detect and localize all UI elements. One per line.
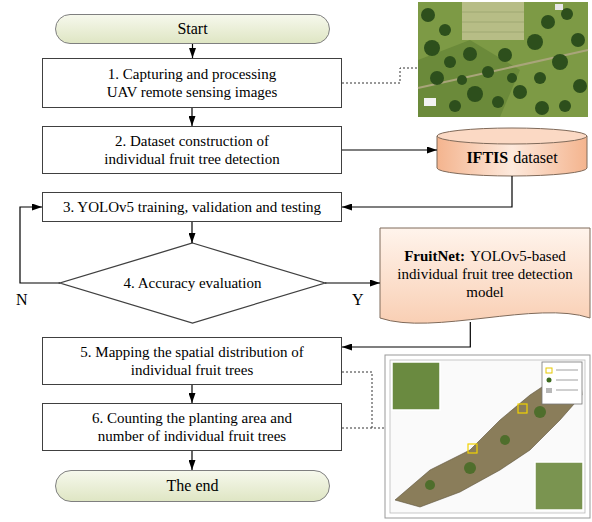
connector-arrow (191, 451, 192, 470)
terminal-box: Start (55, 14, 330, 44)
map-legend-line (556, 390, 578, 391)
node-text: Start (73, 19, 313, 38)
edge-label: N (16, 291, 28, 309)
uav-photo (418, 2, 588, 117)
distribution-map (385, 355, 590, 518)
node-text: The end (73, 476, 313, 495)
tree-crown (482, 66, 494, 78)
leader-line (342, 68, 418, 83)
tree-crown (444, 56, 456, 68)
node-text: dataset (513, 149, 557, 166)
database-cylinder-outline (437, 128, 587, 176)
map-legend-line (556, 370, 578, 371)
connector-arrow (191, 108, 192, 126)
tree-crown (439, 24, 451, 36)
node-text: 2. Dataset construction of individual fr… (86, 132, 298, 168)
node-text: 1. Capturing and processing UAV remote s… (92, 65, 292, 101)
connector-arrow (191, 222, 192, 243)
map-tree-patch (534, 406, 546, 418)
connector-arrow (342, 176, 512, 207)
map-inset (392, 362, 440, 410)
map-tree-patch (464, 462, 476, 474)
map-legend-line (556, 380, 578, 381)
map-frame (385, 355, 590, 518)
photo-field (462, 2, 524, 40)
process-box: 2. Dataset construction of individual fr… (42, 126, 342, 174)
edge-label: Y (352, 291, 364, 309)
connector-arrow (20, 207, 60, 283)
photo-field-row (462, 12, 524, 13)
tree-crown (424, 40, 440, 56)
map-highlight (468, 444, 477, 453)
photo-building (424, 98, 436, 106)
document-outline (380, 228, 590, 323)
terminal-box: The end (55, 470, 330, 502)
tree-crown (507, 73, 517, 83)
tree-crown (492, 96, 504, 108)
node-text: 4. Accuracy evaluation (93, 274, 293, 292)
photo-field-row (462, 32, 524, 33)
tree-crown (571, 33, 585, 47)
decision-diamond: 4. Accuracy evaluation (60, 243, 325, 323)
connector-arrow (342, 149, 437, 150)
map-tree-patch (425, 480, 435, 490)
map-inner-frame (390, 360, 585, 513)
photo-patch (418, 40, 520, 117)
tree-crown (541, 15, 555, 29)
tree-crown (498, 48, 512, 62)
tree-crown (559, 100, 571, 112)
tree-crown (552, 54, 568, 70)
connector-arrow (191, 385, 192, 403)
leader-line (342, 372, 372, 428)
node-text: 5. Mapping the spatial distribution of i… (61, 343, 323, 379)
connector-arrow (325, 282, 380, 283)
tree-crown (573, 79, 587, 93)
map-legend-sample (546, 368, 552, 373)
photo-building (555, 4, 563, 10)
connector-arrow (342, 322, 470, 347)
tree-crown (467, 86, 483, 102)
tree-crown (421, 8, 435, 22)
node-text: 3. YOLOv5 training, validation and testi… (44, 198, 340, 216)
process-box: 6. Counting the planting area and number… (42, 403, 342, 451)
node-text: 6. Counting the planting area and number… (75, 409, 309, 445)
tree-crown (535, 101, 549, 115)
tree-crown (534, 72, 546, 84)
photo-ground (418, 2, 588, 117)
tree-crown (527, 34, 543, 50)
connector-arrow (192, 44, 193, 58)
node-text: FruitNet: (404, 248, 465, 264)
node-text: IFTIS (466, 149, 508, 166)
photo-field-row (462, 22, 524, 23)
cylinder-top (437, 128, 587, 144)
tree-crown (430, 71, 444, 85)
leader-line (342, 428, 385, 429)
tree-crown (449, 100, 461, 112)
map-legend-sample (546, 388, 552, 393)
process-box: 3. YOLOv5 training, validation and testi… (42, 192, 342, 222)
database-cylinder: IFTIS dataset (437, 128, 587, 176)
document-shape: FruitNet:YOLOv5-based individual fruit t… (380, 228, 590, 332)
map-inset (535, 462, 583, 510)
process-box: 5. Mapping the spatial distribution of i… (42, 337, 342, 385)
map-tree-patch (500, 435, 510, 445)
map-legend-box (542, 362, 582, 404)
diamond-outline (60, 243, 325, 323)
tree-crown (513, 85, 527, 99)
tree-crown (463, 47, 477, 61)
map-highlight (518, 404, 527, 413)
process-box: 1. Capturing and processing UAV remote s… (42, 58, 342, 108)
map-legend-sample (547, 378, 552, 383)
tree-crown (457, 75, 467, 85)
